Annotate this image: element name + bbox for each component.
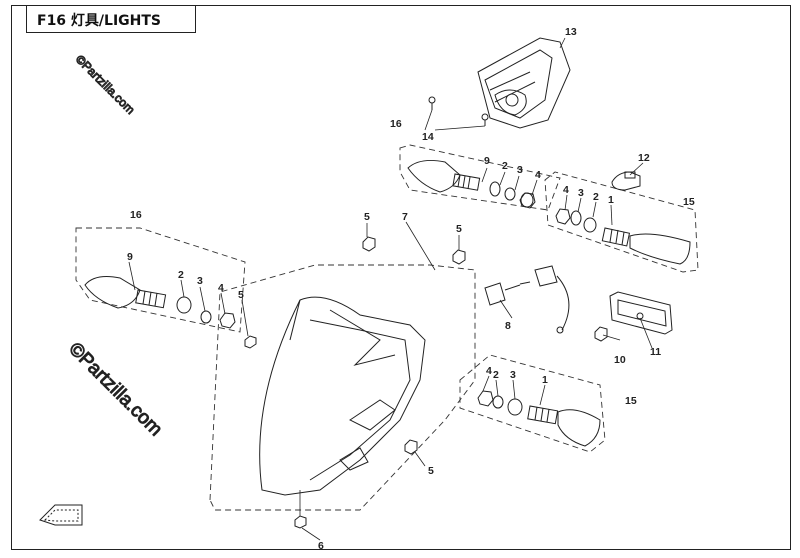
dashed-group-boxes [75,144,699,511]
callout-3-upper: 3 [517,164,523,176]
callout-5-lower: 5 [428,465,434,477]
callout-2-left: 2 [178,269,184,281]
callout-2-lower: 2 [493,369,499,381]
callout-12: 12 [638,152,650,164]
callout-1-right: 1 [608,194,614,206]
callout-8: 8 [505,320,511,332]
callout-16-upper: 16 [390,118,402,130]
callout-9-left: 9 [127,251,133,263]
callout-7: 7 [402,211,408,223]
connector-12 [611,171,641,191]
callout-9-upper: 9 [484,155,490,167]
indicator-15-upper [555,208,691,265]
callout-1-lower: 1 [542,374,548,386]
callout-15-lower: 15 [625,395,637,407]
nut-10 [594,326,608,342]
plate-light-11 [609,291,673,335]
indicator-15-lower [477,390,601,447]
watermark-top: ©Partzilla.com [73,52,138,117]
callout-15-upper: 15 [683,196,695,208]
callout-3-left: 3 [197,275,203,287]
bulb-8 [484,265,570,334]
group-box-headlight [209,264,476,511]
callout-numbers: 13 14 16 9 2 3 4 12 4 3 2 1 15 16 9 2 3 … [127,26,695,552]
front-arrow-icon [39,504,83,526]
callout-5-left: 5 [238,289,244,301]
callout-4-right: 4 [563,184,569,196]
callout-2-right: 2 [593,191,599,203]
page-title: F16 灯具/LIGHTS [37,13,162,29]
callout-4-lower: 4 [486,365,492,377]
group-box-15-lower [459,354,606,453]
callout-4-upper: 4 [535,169,541,181]
tail-screws [428,96,489,126]
callout-3-right: 3 [578,187,584,199]
watermark-left: ©Partzilla.com [64,339,166,441]
group-box-15-upper [544,171,699,273]
group-box-16-left [75,227,246,333]
headlight-assembly [259,296,426,496]
callout-3-lower: 3 [510,369,516,381]
indicator-16-left [84,276,257,349]
callout-13: 13 [565,26,577,38]
callout-5-top: 5 [364,211,370,223]
indicator-16-upper [407,160,536,209]
tail-light [477,37,571,129]
callout-4-left: 4 [218,282,224,294]
callout-11: 11 [650,346,661,358]
diagram-frame [11,5,791,550]
leader-lines [128,37,653,541]
screws-5-6 [294,236,466,529]
callout-2-upper: 2 [502,160,508,172]
callout-5-right: 5 [456,223,462,235]
callout-10: 10 [614,354,626,366]
callout-16-left: 16 [130,209,142,221]
callout-6: 6 [318,540,324,552]
group-box-16-upper [399,144,561,211]
callout-14: 14 [422,131,434,143]
title-box: F16 灯具/LIGHTS [26,5,196,33]
